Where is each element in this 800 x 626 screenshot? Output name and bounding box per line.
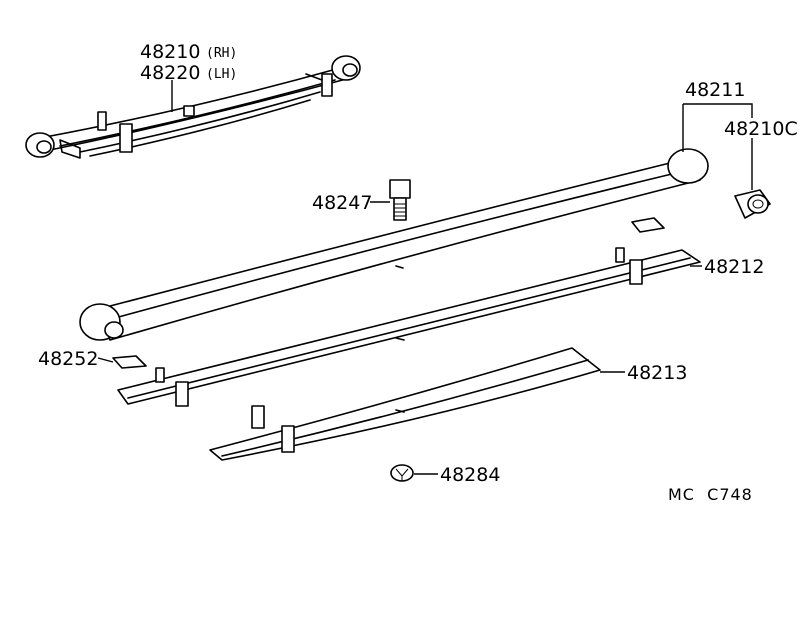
label-48212: 48212: [704, 256, 764, 278]
label-rh: (RH): [206, 46, 237, 61]
insert-pad-icon: [112, 355, 147, 369]
label-lh: (LH): [206, 67, 237, 82]
clip-icon: [629, 259, 643, 285]
clip-icon: [281, 425, 295, 453]
label-48210: 48210: [140, 41, 200, 63]
clip-icon: [175, 381, 189, 407]
label-48213: 48213: [627, 362, 687, 384]
label-48284: 48284: [440, 464, 500, 486]
front-eye-icon: [667, 148, 709, 184]
label-48211: 48211: [685, 79, 745, 101]
nut-icon: [390, 464, 414, 482]
label-48252: 48252: [38, 348, 98, 370]
leaf-no2: [117, 247, 701, 407]
label-48220: 48220: [140, 62, 200, 84]
leaf-spring-assembly: [25, 55, 361, 159]
center-bolt-icon: [389, 179, 411, 221]
diagram-code: MC C748: [668, 485, 753, 504]
label-48247: 48247: [312, 192, 372, 214]
insert-pad-icon: [631, 217, 665, 233]
leader-line: [97, 357, 114, 363]
leader-line: [682, 103, 753, 152]
leaf-no1: [79, 148, 709, 341]
bushing-icon: [734, 189, 771, 219]
leaf-no3: [209, 347, 601, 461]
label-48210c: 48210C: [724, 118, 798, 140]
clip-icon: [119, 123, 133, 153]
